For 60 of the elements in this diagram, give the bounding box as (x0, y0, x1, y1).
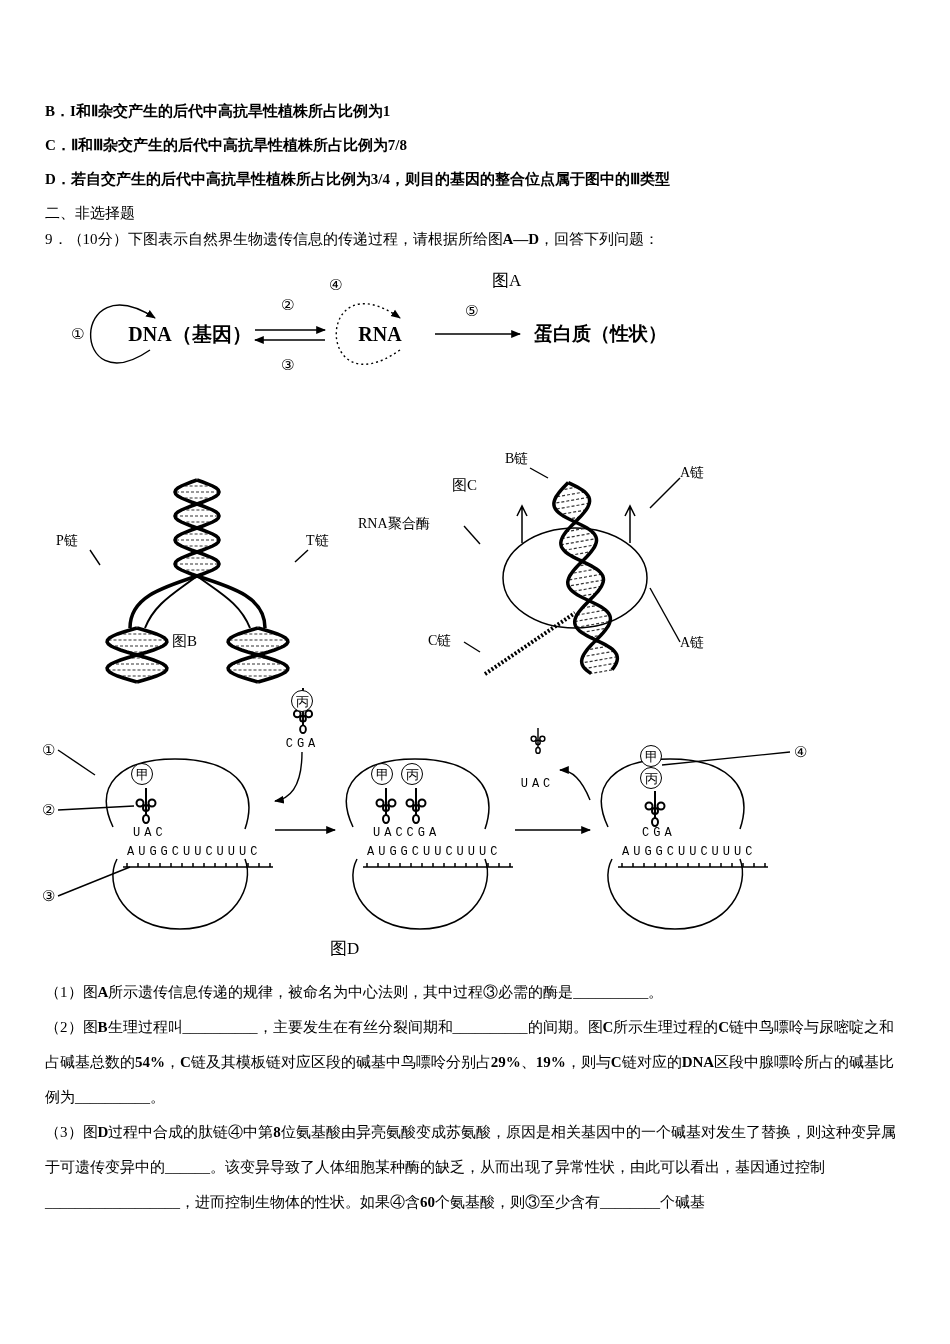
answer-option: D．若自交产生的后代中高抗旱性植株所占比例为3/4，则目的基因的整合位点属于图中的Ⅲ类型 (45, 168, 670, 190)
callout-number: ④ (790, 742, 810, 762)
leader-line (661, 751, 791, 766)
circled-label: 丙 (640, 767, 662, 789)
codon-text: UAC (519, 776, 556, 792)
question-text: （2）图B生理过程叫__________，主要发生在有丝分裂间期和__________的间期。图C所示生理过程的C链中鸟嘌呤与尿嘧啶之和占碱基总数的54%，C链及其模板链对应区段的碱基中鸟嘌呤分别占29%、19%，则与C链对应的DNA区段中腺嘌呤所占的碱基比例为__________。 (45, 1018, 896, 1107)
arrow (254, 336, 326, 344)
question-text: 9．（10分）下图表示自然界生物遗传信息的传递过程，请根据所给图A—D，回答下列问题： (45, 230, 660, 249)
question-text: （3）图D过程中合成的肽链④中第8位氨基酸由异亮氨酸变成苏氨酸，原因是相关基因中的一个碱基对发生了替换，则这种变异属于可遗传变异中的______。该变异导致了人体细胞某种酶的缺乏，从而出现了异常性状，由此可以看出，基因通过控制__________________，进而控制生物体的性状。如果④含60个氨基酸，则③至少含有________个碱基 (45, 1123, 897, 1212)
circled-label: 丙 (401, 763, 423, 785)
circled-label: 甲 (131, 763, 153, 785)
arrow (559, 766, 591, 801)
question-text: （1）图A所示遗传信息传递的规律，被命名为中心法则，其中过程③必需的酶是__________。 (45, 983, 665, 1002)
figure-label: 图D (330, 938, 360, 960)
arrow (335, 303, 401, 365)
leader-line (649, 587, 681, 643)
leader-line (463, 525, 481, 545)
strand-label: P链 (56, 530, 92, 550)
term-label: 蛋白质（性状） (520, 318, 680, 350)
arrow (254, 326, 326, 334)
strand-label: T链 (306, 530, 342, 550)
leader-line (529, 467, 549, 479)
leader-line (294, 549, 309, 563)
figure-label: 图A (492, 270, 522, 292)
codon-text: CGA (642, 825, 676, 841)
strand-label: A链 (680, 632, 716, 652)
arrow (89, 304, 156, 364)
answer-option: C．Ⅱ和Ⅲ杂交产生的后代中高抗旱性植株所占比例为7/8 (45, 134, 407, 156)
enzyme-label: RNA聚合酶 (358, 512, 464, 534)
strand-label: A链 (680, 462, 716, 482)
strand-label: C链 (428, 630, 464, 650)
callout-number: ② (38, 800, 58, 820)
codon-text: UACCGA (373, 825, 441, 841)
arrow (274, 826, 336, 834)
leader-line (57, 866, 131, 897)
mrna-sequence: AUGGCUUCUUUC (127, 844, 262, 860)
mrna-sequence: AUGGCUUCUUUC (367, 844, 502, 860)
term-label: RNA (325, 318, 435, 350)
leader-line (57, 749, 96, 776)
circled-label: 丙 (291, 690, 313, 712)
codon-text: UAC (133, 825, 167, 841)
figure-label: 图B (172, 632, 197, 651)
arrow (434, 330, 521, 338)
answer-option: B．I和Ⅱ杂交产生的后代中高抗旱性植株所占比例为1 (45, 100, 391, 122)
figure-label: 图C (452, 476, 477, 495)
arrow (274, 751, 303, 803)
strand-label: B链 (505, 448, 541, 468)
leader-line (463, 641, 481, 653)
term-label: DNA（基因） (125, 318, 255, 350)
leader-line (649, 477, 681, 509)
leader-line (57, 805, 135, 811)
circled-label: 甲 (640, 745, 662, 767)
codon-text: CGA (284, 736, 321, 752)
mrna-sequence: AUGGCUUCUUUC (622, 844, 757, 860)
arrow (514, 826, 591, 834)
circled-label: 甲 (371, 763, 393, 785)
callout-number: ③ (38, 886, 58, 906)
leader-line (89, 549, 101, 566)
callout-number: ① (38, 740, 58, 760)
section-heading: 二、非选择题 (45, 204, 135, 223)
